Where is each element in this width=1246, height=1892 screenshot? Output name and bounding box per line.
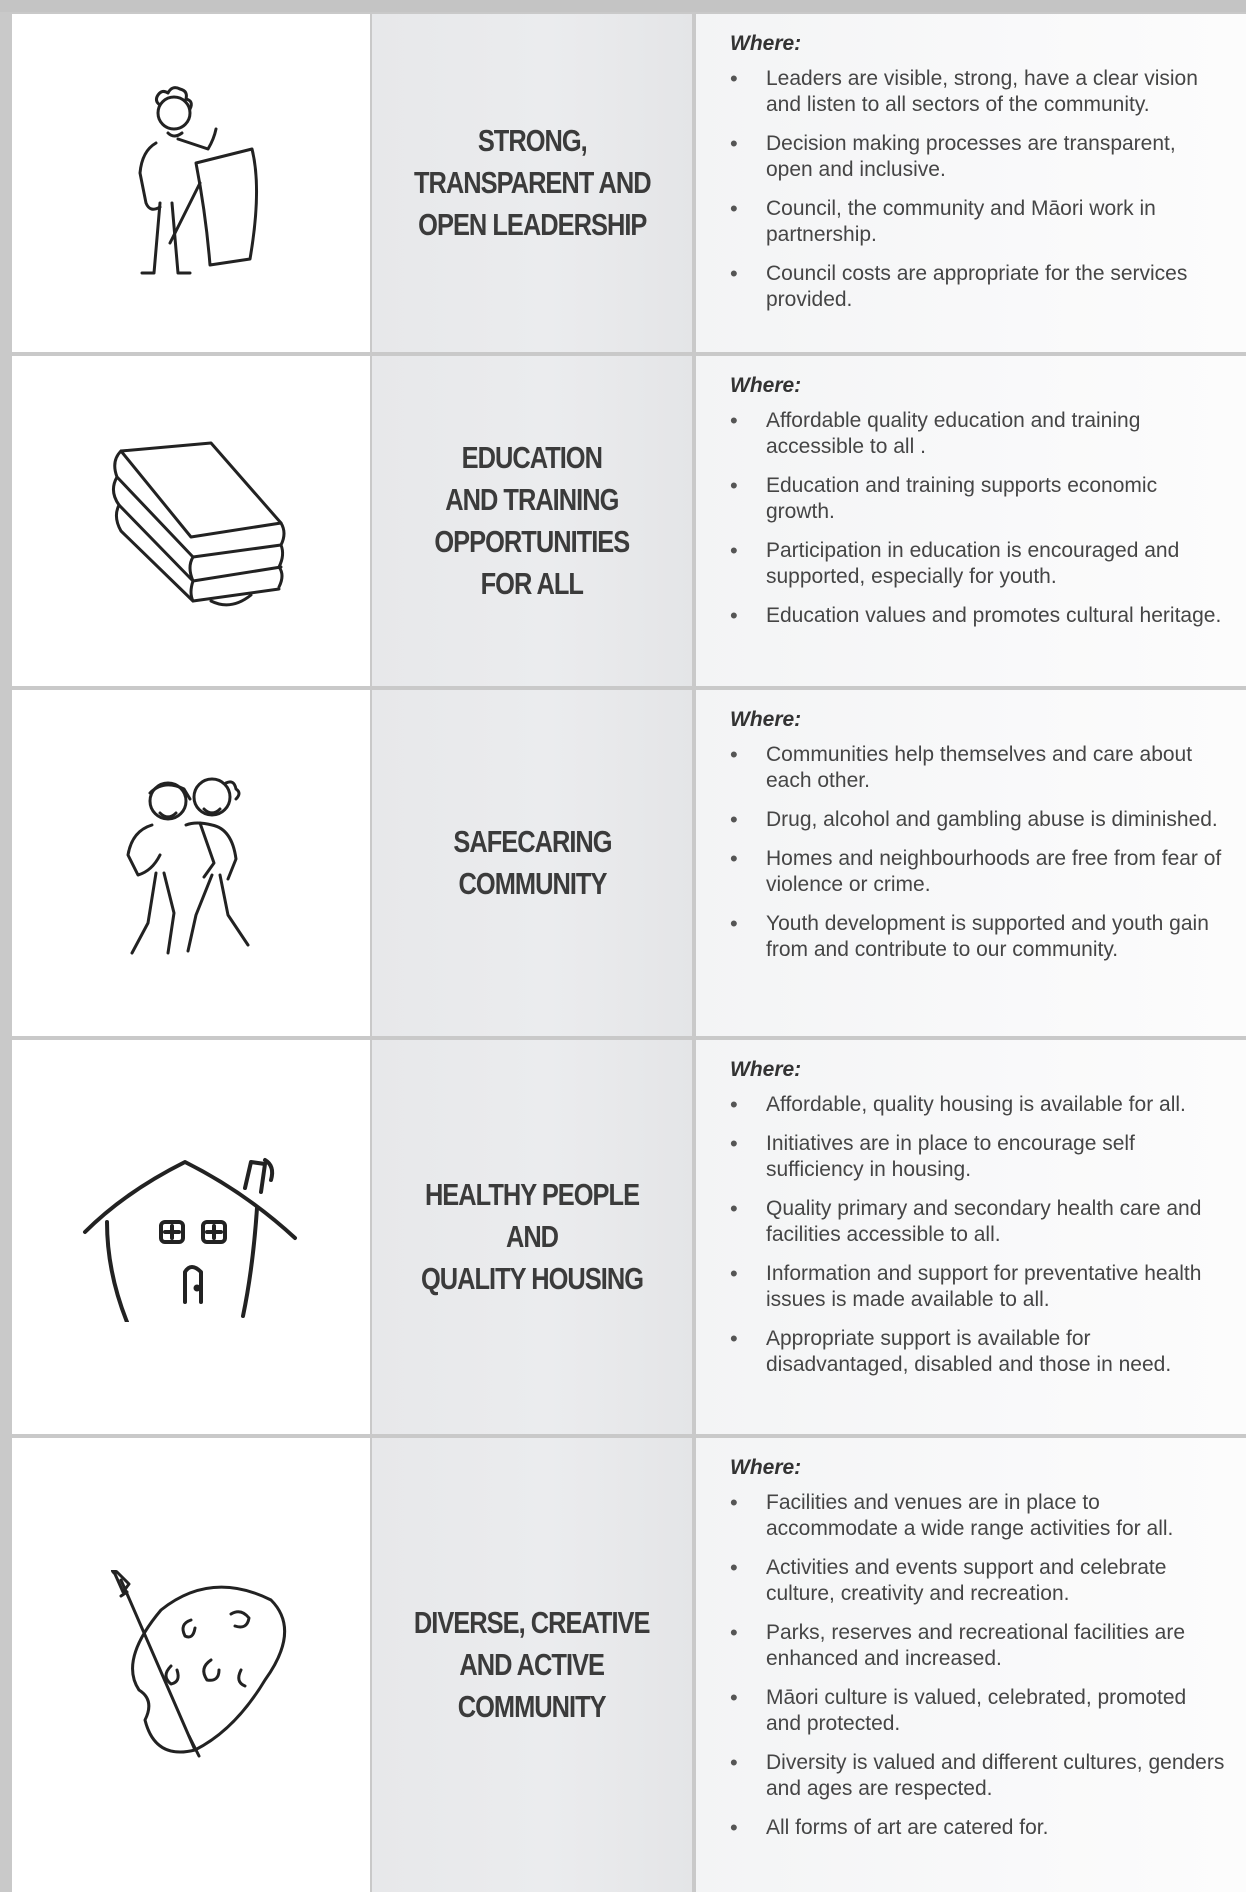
list-item: Affordable quality education and trainin… xyxy=(730,408,1226,460)
outcome-list: Affordable quality education and trainin… xyxy=(730,408,1226,629)
outcome-title: SAFECARING COMMUNITY xyxy=(452,824,612,901)
list-item: Council, the community and Māori work in… xyxy=(730,196,1226,248)
list-item: Activities and events support and celebr… xyxy=(730,1555,1226,1607)
icon-cell xyxy=(12,356,370,686)
outcome-row-leadership: STRONG, TRANSPARENT AND OPEN LEADERSHIP … xyxy=(12,14,1246,352)
list-item: Information and support for preventative… xyxy=(730,1261,1226,1313)
outcome-title-cell: SAFECARING COMMUNITY xyxy=(372,690,692,1036)
where-label: Where: xyxy=(730,708,802,731)
outcome-list: Communities help themselves and care abo… xyxy=(730,742,1226,963)
outcome-title: EDUCATION AND TRAINING OPPORTUNITIES FOR… xyxy=(434,440,631,601)
two-people-embracing-icon xyxy=(126,777,250,955)
list-item: Initiatives are in place to encourage se… xyxy=(730,1131,1226,1183)
outcome-row-diverse-community: DIVERSE, CREATIVE AND ACTIVE COMMUNITY W… xyxy=(12,1438,1246,1892)
outcome-title-cell: HEALTHY PEOPLE AND QUALITY HOUSING xyxy=(372,1040,692,1434)
where-label: Where: xyxy=(730,1456,802,1479)
outcome-detail-cell: Where: Affordable quality education and … xyxy=(696,356,1246,686)
paint-palette-and-brush-icon xyxy=(110,1570,286,1758)
outcome-detail-cell: Where: Communities help themselves and c… xyxy=(696,690,1246,1036)
outcome-list: Facilities and venues are in place to ac… xyxy=(730,1490,1226,1841)
outcome-title: DIVERSE, CREATIVE AND ACTIVE COMMUNITY xyxy=(414,1605,651,1724)
outcome-title-cell: DIVERSE, CREATIVE AND ACTIVE COMMUNITY xyxy=(372,1438,692,1892)
outcome-row-safe-community: SAFECARING COMMUNITY Where: Communities … xyxy=(12,690,1246,1036)
outcome-detail-cell: Where: Facilities and venues are in plac… xyxy=(696,1438,1246,1892)
top-border xyxy=(0,0,1246,12)
stack-of-books-icon xyxy=(112,441,286,607)
list-item: Parks, reserves and recreational facilit… xyxy=(730,1620,1226,1672)
outcome-list: Leaders are visible, strong, have a clea… xyxy=(730,66,1226,313)
icon-cell xyxy=(12,14,370,352)
list-item: All forms of art are catered for. xyxy=(730,1815,1226,1841)
icon-cell xyxy=(12,1040,370,1434)
outcome-title: STRONG, TRANSPARENT AND OPEN LEADERSHIP xyxy=(413,123,652,242)
outcome-detail-cell: Where: Affordable, quality housing is av… xyxy=(696,1040,1246,1434)
list-item: Māori culture is valued, celebrated, pro… xyxy=(730,1685,1226,1737)
house-icon xyxy=(83,1158,297,1322)
list-item: Quality primary and secondary health car… xyxy=(730,1196,1226,1248)
icon-cell xyxy=(12,1438,370,1892)
outcome-list: Affordable, quality housing is available… xyxy=(730,1092,1226,1378)
outcome-title-cell: STRONG, TRANSPARENT AND OPEN LEADERSHIP xyxy=(372,14,692,352)
list-item: Council costs are appropriate for the se… xyxy=(730,261,1226,313)
outcome-title-cell: EDUCATION AND TRAINING OPPORTUNITIES FOR… xyxy=(372,356,692,686)
outcome-row-education: EDUCATION AND TRAINING OPPORTUNITIES FOR… xyxy=(12,356,1246,686)
list-item: Youth development is supported and youth… xyxy=(730,911,1226,963)
list-item: Diversity is valued and different cultur… xyxy=(730,1750,1226,1802)
list-item: Homes and neighbourhoods are free from f… xyxy=(730,846,1226,898)
list-item: Facilities and venues are in place to ac… xyxy=(730,1490,1226,1542)
outcome-title: HEALTHY PEOPLE AND QUALITY HOUSING xyxy=(420,1177,644,1296)
list-item: Leaders are visible, strong, have a clea… xyxy=(730,66,1226,118)
where-label: Where: xyxy=(730,1058,802,1081)
where-label: Where: xyxy=(730,32,802,55)
outcome-detail-cell: Where: Leaders are visible, strong, have… xyxy=(696,14,1246,352)
where-label: Where: xyxy=(730,374,802,397)
list-item: Education and training supports economic… xyxy=(730,473,1226,525)
list-item: Affordable, quality housing is available… xyxy=(730,1092,1226,1118)
outcome-row-health-housing: HEALTHY PEOPLE AND QUALITY HOUSING Where… xyxy=(12,1040,1246,1434)
speaker-at-podium-icon xyxy=(138,86,259,275)
list-item: Decision making processes are transparen… xyxy=(730,131,1226,183)
icon-cell xyxy=(12,690,370,1036)
list-item: Education values and promotes cultural h… xyxy=(730,603,1226,629)
list-item: Drug, alcohol and gambling abuse is dimi… xyxy=(730,807,1226,833)
list-item: Appropriate support is available for dis… xyxy=(730,1326,1226,1378)
list-item: Participation in education is encouraged… xyxy=(730,538,1226,590)
list-item: Communities help themselves and care abo… xyxy=(730,742,1226,794)
